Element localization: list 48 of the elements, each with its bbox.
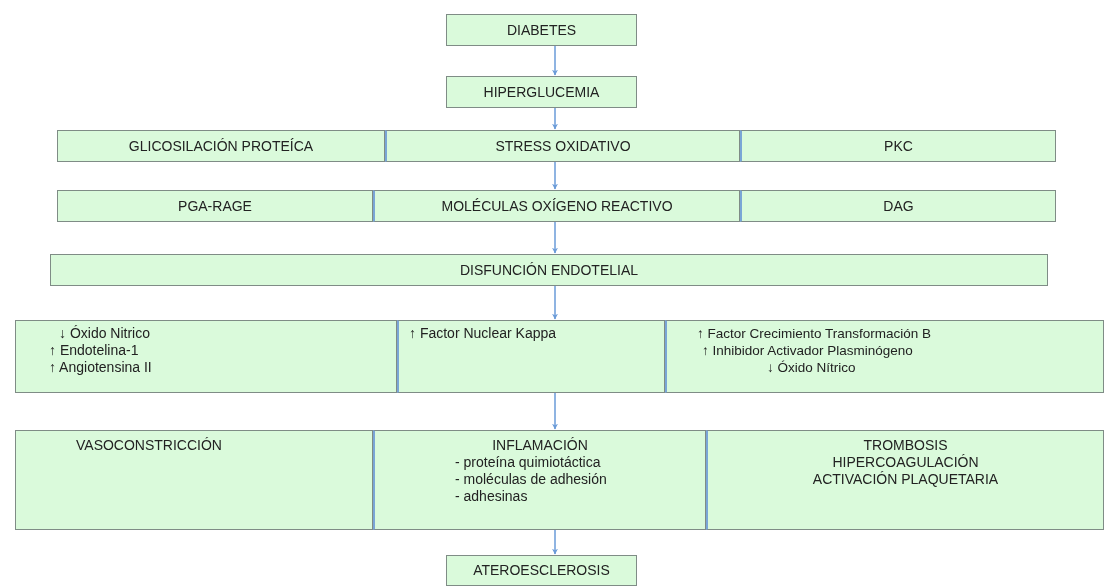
node-text: TROMBOSIS: [862, 437, 949, 454]
process-box: [57, 190, 373, 222]
node-text: ↑ Factor Crecimiento Transformación B: [696, 325, 933, 342]
node-text: ↓ Óxido Nítrico: [766, 359, 857, 376]
process-box: [385, 130, 740, 162]
node-text: ↑ Factor Nuclear Kappa: [409, 325, 558, 342]
node-text: DIABETES: [505, 22, 578, 39]
process-box: [446, 14, 637, 46]
node-text: INFLAMACIÓN: [491, 437, 589, 454]
process-box: [373, 430, 706, 530]
process-box: [665, 320, 1104, 393]
arrow: [552, 285, 558, 320]
node-text: - moléculas de adhesión: [454, 471, 608, 488]
arrow: [552, 107, 558, 130]
node-text: HIPERCOAGULACIÓN: [831, 454, 980, 471]
node-text: PGA-RAGE: [177, 198, 253, 215]
node-text: ↑ Endotelina-1: [48, 342, 140, 359]
node-text: MOLÉCULAS OXÍGENO REACTIVO: [440, 198, 674, 215]
node-text: STRESS OXIDATIVO: [494, 138, 632, 155]
node-text: ↓ Óxido Nitrico: [58, 325, 152, 342]
arrow: [552, 161, 558, 190]
arrow: [552, 392, 558, 430]
node-text: ↑ Inhibidor Activador Plasminógeno: [701, 342, 914, 359]
arrow: [552, 45, 558, 76]
process-box: [373, 190, 740, 222]
node-text: ↑ Angiotensina II: [48, 359, 153, 376]
process-box: [50, 254, 1048, 286]
process-box: [57, 130, 385, 162]
node-text: VASOCONSTRICCIÓN: [76, 437, 223, 454]
node-text: DAG: [882, 198, 915, 215]
process-box: [446, 555, 637, 586]
process-box: [15, 320, 397, 393]
node-text: ACTIVACIÓN PLAQUETARIA: [811, 471, 1000, 488]
process-box: [446, 76, 637, 108]
process-box: [706, 430, 1104, 530]
process-box: [740, 190, 1056, 222]
node-text: HIPERGLUCEMIA: [482, 84, 601, 101]
node-text: GLICOSILACIÓN PROTEÍCA: [127, 138, 315, 155]
arrow: [552, 529, 558, 555]
process-box: [397, 320, 665, 393]
node-text: - proteína quimiotáctica: [454, 454, 602, 471]
process-box: [740, 130, 1056, 162]
node-text: PKC: [883, 138, 914, 155]
node-text: DISFUNCIÓN ENDOTELIAL: [458, 262, 640, 279]
process-box: [15, 430, 373, 530]
arrow: [552, 221, 558, 254]
node-text: ATEROESCLEROSIS: [472, 562, 611, 579]
node-text: - adhesinas: [454, 488, 529, 505]
